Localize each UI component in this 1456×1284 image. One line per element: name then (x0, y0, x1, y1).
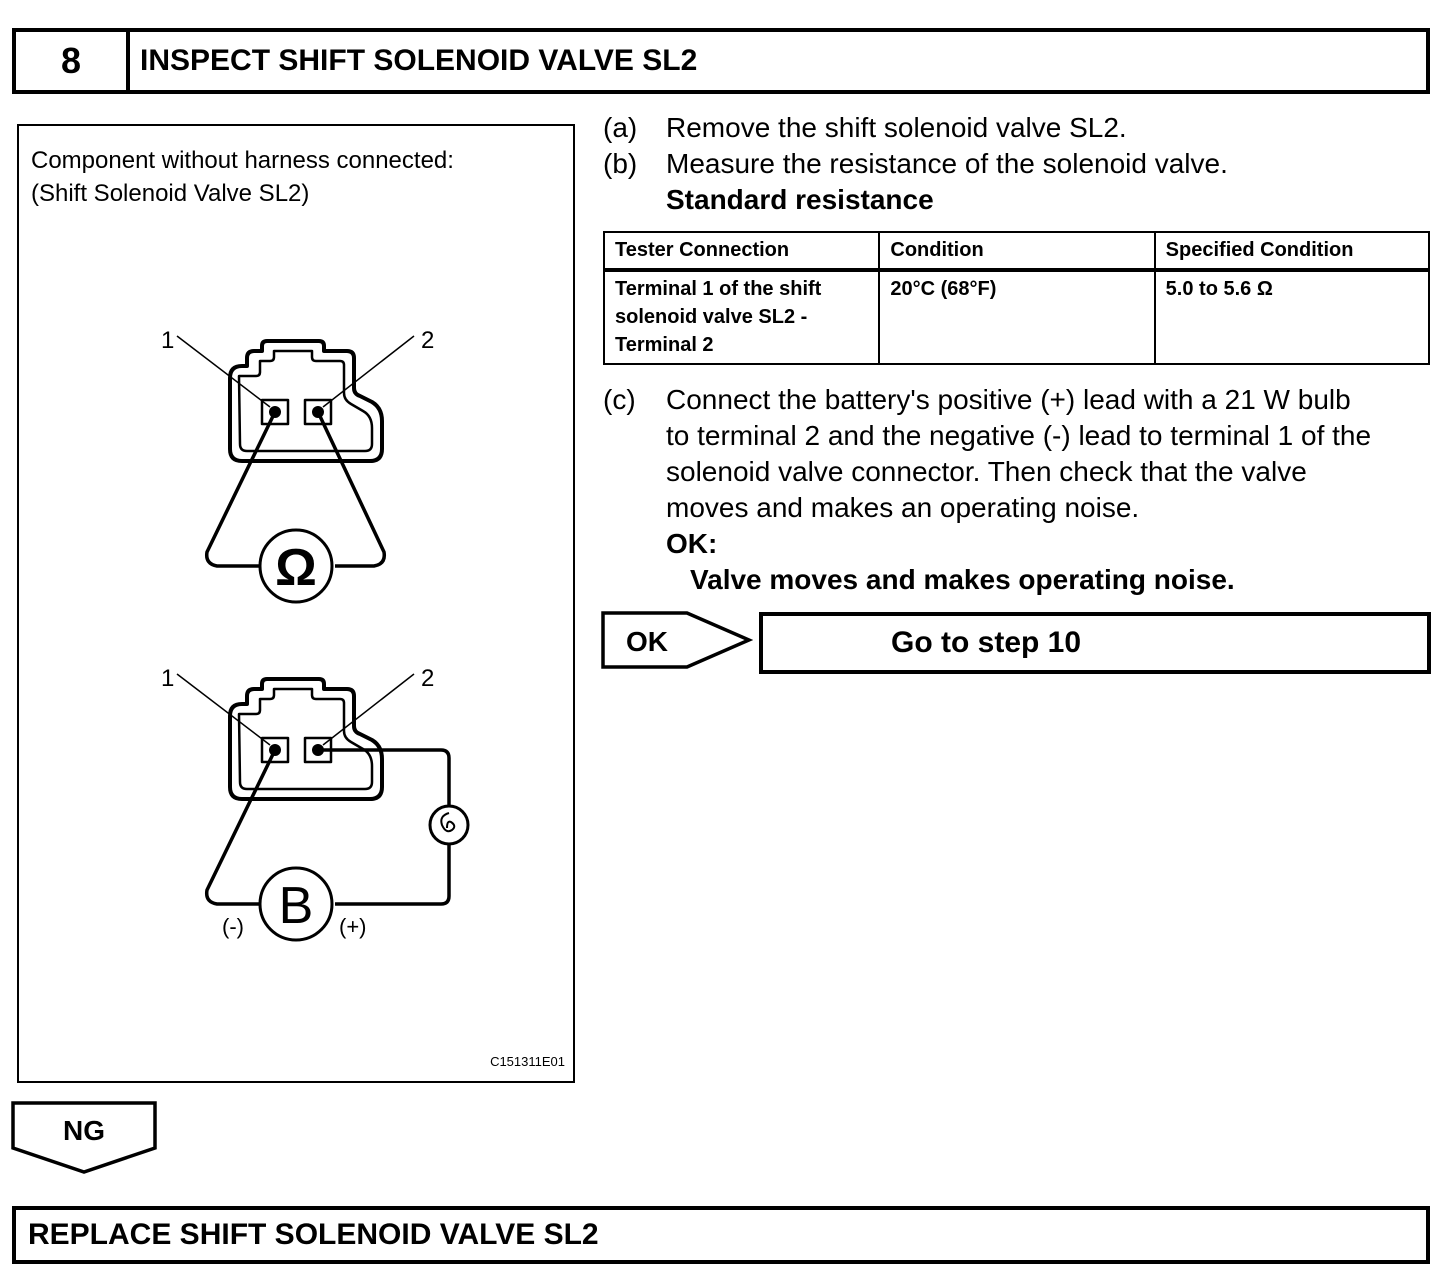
instructions-c: (c) Connect the battery's positive (+) l… (603, 382, 1430, 602)
ok-result-text: Valve moves and makes operating noise. (690, 564, 1235, 595)
terminal-2-label: 2 (421, 665, 434, 692)
step-c-line: moves and makes an operating noise. (666, 492, 1140, 523)
ok-heading: OK: (666, 528, 718, 559)
table-cell-condition: 20°C (68°F) (878, 269, 1156, 365)
connector-icon (228, 339, 384, 463)
ok-arrow[interactable]: OK (601, 611, 753, 671)
terminal-1-label: 1 (161, 665, 174, 692)
illustration-box: Component without harness connected: (Sh… (17, 124, 575, 1083)
table-header-row: Tester Connection Condition Specified Co… (602, 231, 1431, 272)
go-to-step-box[interactable]: Go to step 10 (759, 612, 1431, 674)
negative-label: (-) (222, 914, 244, 939)
ohmmeter-icon: Ω (258, 528, 334, 604)
table-header: Specified Condition (1153, 231, 1431, 272)
ok-label: OK (626, 626, 668, 657)
ohm-symbol: Ω (275, 539, 317, 597)
wiring-illustration: 1 2 Ω 1 2 B (-) (161, 327, 470, 942)
ng-label: NG (63, 1115, 105, 1146)
standard-resistance-heading: Standard resistance (666, 184, 934, 215)
battery-icon: B (258, 866, 334, 942)
ng-arrow[interactable]: NG (10, 1100, 160, 1176)
replace-action-box[interactable]: REPLACE SHIFT SOLENOID VALVE SL2 (12, 1206, 1430, 1264)
figure-id: C151311E01 (490, 1054, 565, 1069)
step-header: 8 INSPECT SHIFT SOLENOID VALVE SL2 (12, 28, 1430, 94)
step-a-text: Remove the shift solenoid valve SL2. (666, 112, 1127, 143)
figure-caption-line1: Component without harness connected: (31, 147, 454, 174)
terminal-1-label: 1 (161, 327, 174, 354)
battery-symbol: B (279, 877, 314, 935)
bulb-icon (428, 804, 470, 846)
step-c-line: solenoid valve connector. Then check tha… (666, 456, 1307, 487)
instructions-ab: (a) Remove the shift solenoid valve SL2.… (603, 110, 1430, 220)
positive-label: (+) (339, 914, 367, 939)
step-c-label: (c) (603, 384, 636, 415)
step-number: 8 (16, 32, 130, 90)
step-c-line: to terminal 2 and the negative (-) lead … (666, 420, 1372, 451)
step-b-text: Measure the resistance of the solenoid v… (666, 148, 1228, 179)
table-header: Condition (878, 231, 1156, 272)
step-title: INSPECT SHIFT SOLENOID VALVE SL2 (140, 44, 698, 77)
figure-caption-line2: (Shift Solenoid Valve SL2) (31, 180, 310, 207)
table-cell-tester-connection: Terminal 1 of the shift solenoid valve S… (602, 269, 881, 365)
step-c-line: Connect the battery's positive (+) lead … (666, 384, 1351, 415)
table-row: Terminal 1 of the shift solenoid valve S… (602, 269, 1431, 365)
table-header: Tester Connection (602, 231, 881, 272)
step-b-label: (b) (603, 148, 638, 179)
terminal-2-label: 2 (421, 327, 434, 354)
resistance-table: Tester Connection Condition Specified Co… (602, 231, 1431, 365)
figure-caption: Component without harness connected: (Sh… (31, 144, 454, 210)
connector-icon (228, 677, 384, 801)
table-cell-specified-condition: 5.0 to 5.6 Ω (1153, 269, 1431, 365)
step-a-label: (a) (603, 112, 638, 143)
